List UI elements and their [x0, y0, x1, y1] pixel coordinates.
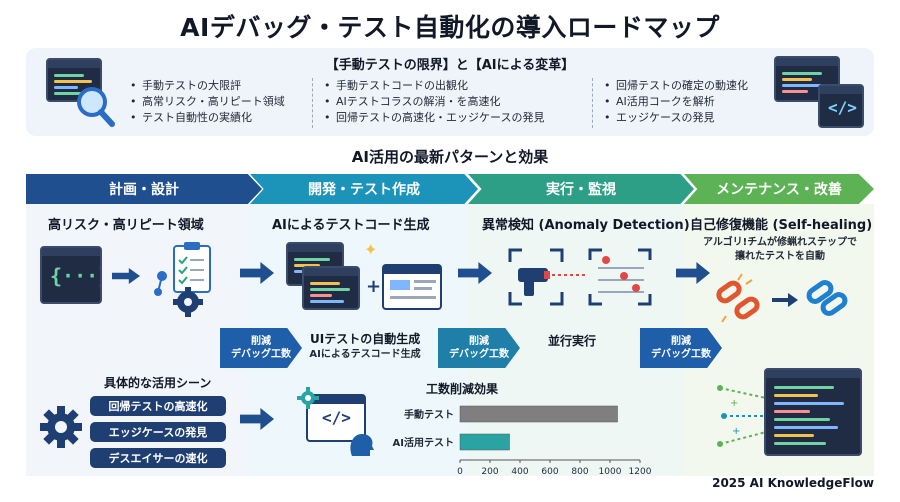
scene-item-speedup: デスエイサーの速化 [90, 448, 226, 468]
chart-tick-label: 800 [571, 467, 588, 476]
section-subtitle: AI活用の最新パターンと効果 [351, 148, 549, 166]
chart-bar [459, 433, 510, 451]
col3-title: 異常検知 (Anomaly Detection) [482, 218, 690, 233]
col4-desc-line1: アルゴリ!チムが修蝋れステップで [702, 237, 858, 248]
chart-tick-label: 200 [481, 467, 498, 476]
page-title: AIデバッグ・テスト自動化の導入ロードマップ [180, 13, 720, 42]
svg-text:+: + [732, 426, 740, 437]
phase-execution: 実行・監視 [468, 174, 694, 204]
scene-item-regression: 回帰テストの高速化 [90, 396, 226, 416]
list-item: AIテストコラスの解消・を高速化 [324, 94, 544, 110]
phase-development: 開発・テスト作成 [250, 174, 478, 204]
badge-line: デバッグ工数 [449, 349, 509, 360]
chart-tick-label: 0 [457, 467, 463, 476]
divider [312, 78, 313, 128]
badge-line: 削減 [251, 336, 271, 347]
limits-banner: 【手動テストの限界】と【AIによる変革】 手動テストの大限評 高常リスク・高リピ… [26, 48, 874, 136]
scene-item-edge-case: エッジケースの発見 [90, 422, 226, 442]
scenes-title: 具体的な活用シーン [104, 376, 212, 390]
col2-title: AIによるテストコード生成 [272, 218, 430, 233]
list-item: エッジケースの発見 [604, 110, 748, 126]
checklist-gear-icon [154, 242, 211, 317]
chart-plot: 手動テスト AI活用テスト 0 200 400 600 800 1000 1200 [393, 405, 652, 476]
badge-line: 削減 [469, 336, 489, 347]
badge-line: デバッグ工数 [231, 349, 291, 360]
ai-code-head-icon: </> [296, 386, 374, 458]
banner-col-2: 手動テストコードの出観化 AIテストコラスの解消・を高速化 回帰テストの高速化・… [324, 78, 544, 126]
chart-category-label: AI活用テスト [393, 436, 454, 449]
list-item: テスト自動性の実績化 [130, 110, 285, 126]
list-item: 手動テストコードの出観化 [324, 78, 544, 94]
chart-title: 工数削減効果 [426, 382, 499, 396]
phase-planning: 計画・設計 [26, 174, 262, 204]
reduction-badge-3: 削減 デバッグ工数 [640, 328, 722, 368]
chart-tick-label: 400 [511, 467, 528, 476]
code-window-icon: </> [774, 56, 864, 130]
list-item: 高常リスク・高リピート領域 [130, 94, 285, 110]
col4-title: 自己修復機能 (Self-healing) [690, 218, 873, 233]
badge-line: デバッグ工数 [651, 349, 711, 360]
parallel-execution-label: 並行実行 [548, 334, 597, 348]
network-code-icon: + + [716, 368, 866, 464]
badge-line: 削減 [671, 336, 691, 347]
chart-tick-label: 1000 [599, 467, 622, 476]
banner-heading: 【手動テストの限界】と【AIによる変革】 [325, 58, 575, 73]
footer-credit: 2025 AI KnowledgeFlow [712, 476, 874, 490]
chart-tick-label: 1200 [629, 467, 652, 476]
ui-test-title: UIテストの自動生成 [310, 332, 421, 346]
effort-reduction-chart: 手動テスト AI活用テスト 0 200 400 600 800 1000 1200 [393, 405, 652, 476]
ui-test-subtitle: AIによるテスコード生成 [309, 349, 421, 360]
banner-col-3: 回帰テストの確定の動速化 AI活用コークを解析 エッジケースの発見 [604, 78, 748, 126]
list-item: AI活用コークを解析 [604, 94, 748, 110]
col4-desc-line2: 攘れたテストを自動 [735, 251, 825, 262]
list-item: 回帰テストの確定の動速化 [604, 78, 748, 94]
divider [592, 78, 593, 128]
code-magnifier-icon [46, 58, 116, 128]
svg-text:+: + [730, 398, 738, 409]
chart-bar [459, 405, 618, 423]
reduction-badge-2: 削減 デバッグ工数 [438, 328, 520, 368]
chart-tick-label: 600 [541, 467, 558, 476]
reduction-badge-1: 削減 デバッグ工数 [220, 328, 302, 368]
chart-category-label: 手動テスト [404, 408, 454, 421]
chain-repair-icon [716, 273, 848, 323]
phase-maintenance: メンテナンス・改善 [684, 174, 874, 204]
gear-icon [40, 406, 82, 448]
code-braces-icon: {···} [40, 246, 102, 304]
anomaly-scanner-icon [508, 248, 652, 306]
code-generation-icon: + ✦ [286, 238, 454, 318]
list-item: 手動テストの大限評 [130, 78, 285, 94]
banner-col-1: 手動テストの大限評 高常リスク・高リピート領域 テスト自動性の実績化 [130, 78, 285, 126]
col1-title: 高リスク・高リピート領域 [48, 218, 204, 233]
list-item: 回帰テストの高速化・エッジケースの発見 [324, 110, 544, 126]
